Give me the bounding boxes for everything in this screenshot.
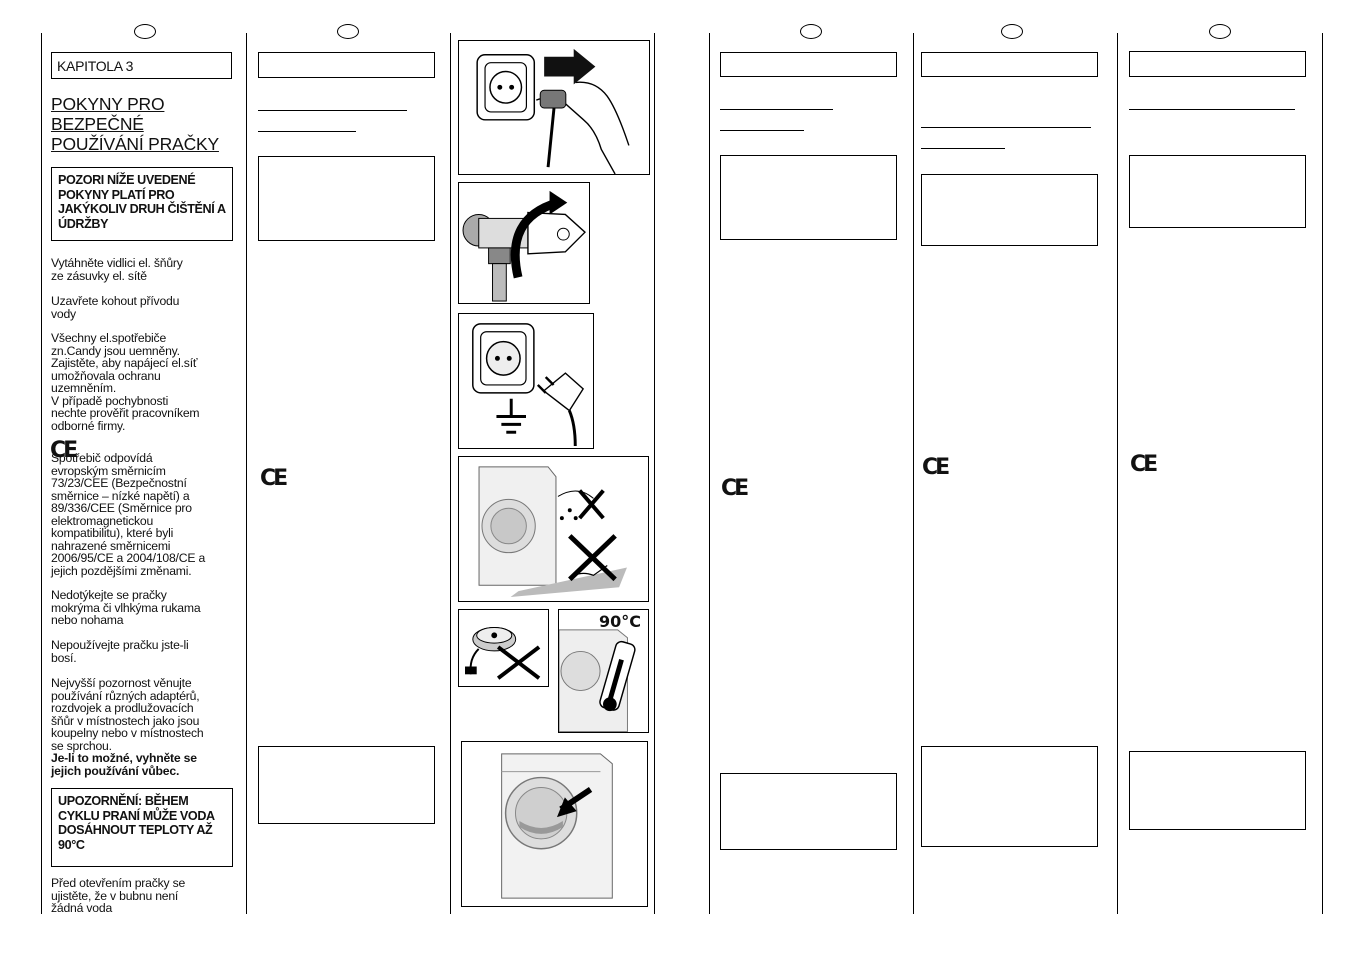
column-divider (709, 33, 710, 914)
warning-text: POZORI NÍŽE UVEDENÉ POKYNY PLATÍ PRO JAK… (58, 173, 226, 231)
column-divider (913, 33, 914, 914)
paragraph-earthing: Všechny el.spotřebiče zn.Candy jsou uemn… (51, 331, 200, 433)
title-underline (1129, 109, 1295, 110)
ce-mark-icon: CE (260, 466, 288, 491)
chapter-label-box (1129, 51, 1306, 77)
paragraph-adapters-bold: Je-li to možné, vyhněte se jejich použív… (51, 751, 197, 778)
column-divider (246, 33, 247, 914)
door-water-check-icon (501, 753, 613, 899)
column-divider (1322, 33, 1323, 914)
title-underline (720, 109, 833, 110)
chapter-label: KAPITOLA 3 (57, 58, 134, 74)
chapter-label-box (720, 52, 897, 77)
ce-mark-icon: CE (922, 455, 950, 480)
paragraph-door-check: Před otevřením pračky se ujistěte, že v … (51, 876, 186, 915)
column-divider (41, 33, 42, 914)
language-marker (1001, 24, 1023, 39)
ce-mark-icon: CE (721, 476, 749, 501)
illustration-no-adapter (458, 609, 549, 687)
ce-mark-icon: CE (1130, 452, 1158, 477)
paragraph-wet-hands: Nedotýkejte se pračky mokrýma či vlhkýma… (51, 588, 201, 627)
title-underline (921, 148, 1005, 149)
paragraph-water-tap: Uzavřete kohout přívodu vody (51, 294, 180, 321)
title-underline (258, 110, 407, 111)
illustration-unplug (458, 40, 650, 175)
no-adapter-icon (465, 627, 541, 680)
warning-box-temperature (720, 773, 897, 850)
warning-box (258, 156, 435, 241)
title-underline (921, 127, 1091, 128)
column-divider (1117, 33, 1118, 914)
warning-box-temperature (258, 746, 435, 824)
title-underline (720, 130, 804, 131)
no-wet-hands-icon (478, 466, 627, 598)
illustration-door-water (461, 741, 648, 907)
ce-mark-icon: CE (50, 438, 78, 463)
warning-text: UPOZORNĚNÍ: BĚHEM CYKLU PRANÍ MŮŽE VODA … (58, 794, 215, 852)
warning-box (921, 174, 1098, 246)
title-line: POKYNY PRO (51, 94, 165, 114)
language-marker (337, 24, 359, 39)
chapter-label-box (921, 52, 1098, 77)
language-marker (800, 24, 822, 39)
chapter-label-box (258, 52, 435, 78)
column-divider (654, 33, 655, 914)
language-marker (1209, 24, 1231, 39)
illustration-hot-water: 90°C (558, 609, 649, 733)
warning-box-temperature (1129, 751, 1306, 830)
water-tap-close-icon (462, 190, 586, 302)
language-marker (134, 24, 156, 39)
paragraph-directives: Spotřebič odpovídá evropským směrnicím 7… (51, 451, 206, 578)
illustration-no-wet-hands (458, 456, 649, 602)
warning-box (1129, 155, 1306, 228)
paragraph-barefoot: Nepoužívejte pračku jste-li bosí. (51, 638, 189, 665)
page-title: POKYNY PRO BEZPEČNÉ POUŽÍVÁNÍ PRAČKY (51, 94, 241, 154)
chapter-label-box: KAPITOLA 3 (51, 52, 232, 79)
column-divider (450, 33, 451, 914)
warning-box (720, 155, 897, 240)
paragraph-adapters: Nejvyšší pozornost věnujte používání růz… (51, 676, 204, 753)
earthed-socket-icon (472, 323, 585, 447)
warning-box-temperature: UPOZORNĚNÍ: BĚHEM CYKLU PRANÍ MŮŽE VODA … (51, 788, 233, 867)
title-underline (258, 131, 356, 132)
title-line: BEZPEČNÉ (51, 114, 144, 134)
title-line: POUŽÍVÁNÍ PRAČKY (51, 134, 219, 154)
plug-unplug-icon (476, 48, 630, 174)
paragraph-unplug: Vytáhněte vidlici el. šňůry ze zásuvky e… (51, 256, 183, 283)
temperature-label: 90°C (599, 612, 642, 631)
warning-box: POZORI NÍŽE UVEDENÉ POKYNY PLATÍ PRO JAK… (51, 167, 233, 241)
illustration-earthed-socket (458, 313, 594, 449)
illustration-water-tap (458, 182, 590, 304)
thermometer-90-icon (559, 629, 636, 732)
warning-box-temperature (921, 746, 1098, 847)
